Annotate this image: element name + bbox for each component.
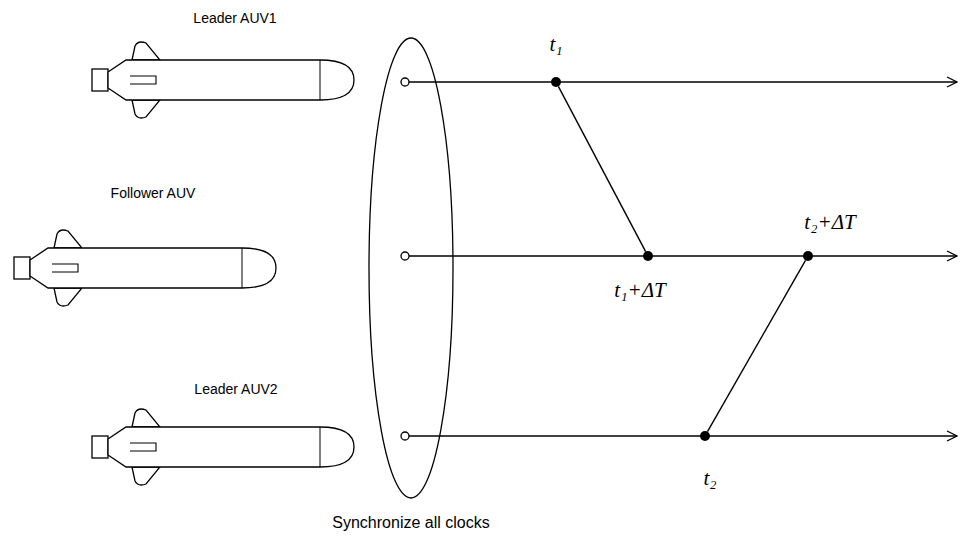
event-dot: t₂ bbox=[700, 431, 710, 441]
time-label: t₂+ΔT bbox=[804, 210, 855, 235]
time-label: t₁ bbox=[549, 32, 562, 57]
sync-ellipse bbox=[369, 38, 453, 498]
event-dot: t₂+ΔT bbox=[803, 251, 813, 261]
signal-line bbox=[558, 86, 645, 251]
event-dot: t₁+ΔT bbox=[643, 251, 653, 261]
auv-label: Leader AUV1 bbox=[193, 10, 276, 26]
signal-line bbox=[707, 260, 805, 431]
auv-figure bbox=[92, 42, 354, 118]
auv-label: Follower AUV bbox=[111, 185, 196, 201]
auv-figure bbox=[14, 230, 276, 306]
timeline-arrow bbox=[409, 81, 957, 82]
time-label: t₂ bbox=[703, 466, 716, 491]
event-dot: t₁ bbox=[551, 77, 561, 87]
timeline-start bbox=[401, 252, 409, 260]
auv-figure bbox=[92, 409, 354, 485]
auv-label: Leader AUV2 bbox=[194, 381, 277, 397]
timeline-start bbox=[401, 78, 409, 86]
timeline-arrow bbox=[409, 435, 957, 436]
sync-label: Synchronize all clocks bbox=[332, 514, 489, 532]
time-label: t₁+ΔT bbox=[614, 278, 665, 303]
timeline-start bbox=[401, 432, 409, 440]
timeline-arrow bbox=[409, 255, 957, 256]
